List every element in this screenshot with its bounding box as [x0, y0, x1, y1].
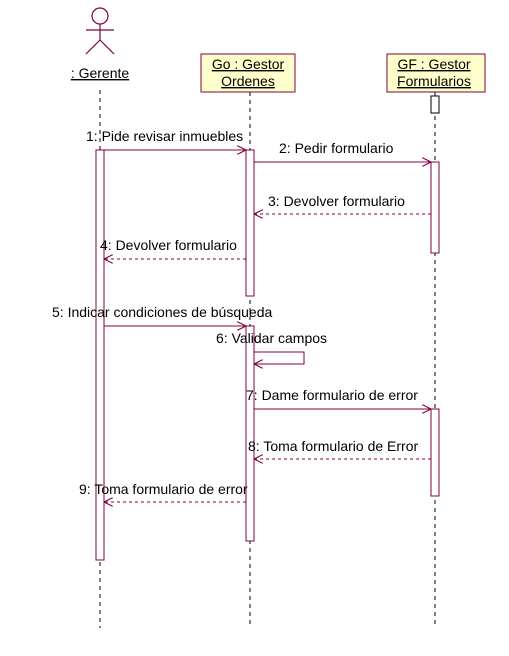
object-gestor-formularios[interactable]: GF : Gestor Formularios [386, 53, 486, 93]
message-4-label: 4: Devolver formulario [100, 237, 237, 253]
actor-gerente[interactable]: : Gerente [71, 7, 130, 81]
object-gestor-formularios-label-line2: Formularios [397, 73, 471, 89]
message-7-label: 7: Dame formulario de error [246, 387, 418, 403]
activation-gerente [95, 149, 105, 561]
activation-gestor-formularios-1 [430, 161, 440, 254]
activation-gestor-formularios-2 [430, 408, 440, 497]
actor-gerente-label: : Gerente [71, 65, 130, 81]
object-gestor-ordenes[interactable]: Go : Gestor Ordenes [200, 53, 296, 93]
activation-gestor-formularios-0 [430, 95, 440, 114]
message-6-label: 6: Validar campos [216, 330, 327, 346]
message-3-label: 3: Devolver formulario [268, 193, 405, 209]
object-gestor-formularios-label-line1: GF : Gestor [397, 56, 470, 72]
object-gestor-ordenes-label-line1: Go : Gestor [212, 56, 285, 72]
message-5-label: 5: Indicar condiciones de búsqueda [52, 304, 272, 320]
activation-gestor-ordenes-2 [245, 325, 255, 542]
message-2-label: 2: Pedir formulario [279, 140, 394, 156]
message-1-label: 1: Pide revisar inmuebles [86, 128, 243, 144]
actor-stick-figure-icon [85, 7, 115, 55]
message-9-label: 9: Toma formulario de error [79, 481, 248, 497]
object-gestor-formularios-box [386, 53, 486, 93]
message-6-arrow [254, 351, 305, 364]
activation-gestor-ordenes-1 [245, 149, 255, 297]
object-gestor-ordenes-box [200, 53, 296, 93]
object-gestor-ordenes-label-line2: Ordenes [221, 73, 275, 89]
message-8-label: 8: Toma formulario de Error [248, 438, 418, 454]
